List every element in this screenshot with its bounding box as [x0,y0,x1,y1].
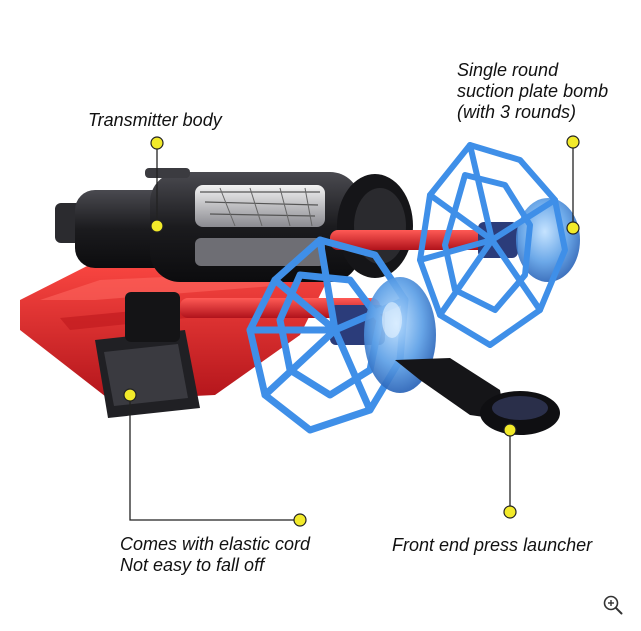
callout-suction-plate-bomb: Single round suction plate bomb (with 3 … [457,60,608,123]
callout-dot-suction [566,221,580,235]
callout-text: Transmitter body [88,110,222,130]
callout-text: Single round [457,60,559,80]
callout-dot-suction-top [566,135,580,149]
zoom-in-icon[interactable] [602,594,624,616]
front-press-launcher [395,358,560,435]
callout-lines [129,142,574,521]
callout-dot-transmitter-top [150,136,164,150]
callout-dots [123,135,580,527]
callout-dot-launcher-bottom [503,505,517,519]
callout-front-end-launcher: Front end press launcher [392,535,592,556]
callout-dot-strap [123,388,137,402]
callout-transmitter-body: Transmitter body [88,110,222,131]
callout-text: Front end press launcher [392,535,593,555]
callout-text: (with 3 rounds) [457,102,577,122]
callout-elastic-cord: Comes with elastic cord Not easy to fall… [120,534,310,576]
callout-text: Not easy to fall off [120,555,265,575]
callout-dot-launcher [503,423,517,437]
callout-dot-transmitter [150,219,164,233]
callout-text: suction plate bomb [457,81,609,101]
elastic-wrist-strap [95,292,200,418]
transmitter-body [55,168,413,282]
callout-text: Comes with elastic cord [120,534,311,554]
callout-dot-cord [293,513,307,527]
web-upper-right [417,142,568,348]
